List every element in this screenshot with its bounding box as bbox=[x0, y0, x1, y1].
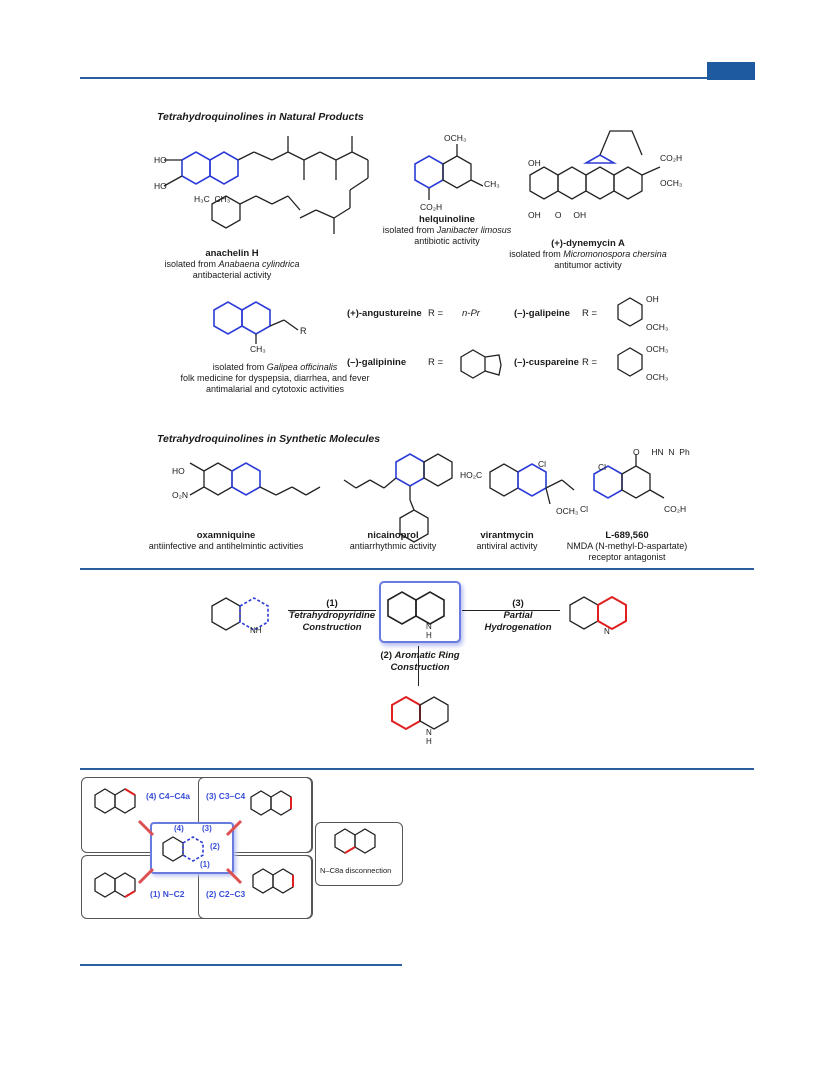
disc-label-3: (3) C3–C4 bbox=[206, 791, 246, 801]
route1-arrow bbox=[288, 610, 376, 611]
l689560-caption: L-689,560 NMDA (N-methyl-D-aspartate) re… bbox=[566, 530, 688, 562]
galipinine-label: (–)-galipinine bbox=[347, 357, 407, 368]
oxamniquine-caption: oxamniquine antiinfective and antihelmin… bbox=[148, 530, 304, 551]
header-rule bbox=[80, 77, 754, 79]
galipeine-aryl bbox=[617, 297, 643, 327]
page-number-box bbox=[707, 62, 755, 80]
virantmycin-caption: virantmycin antiviral activity bbox=[476, 530, 538, 551]
dynemycin-caption: (+)-dynemycin A isolated from Micromonos… bbox=[509, 238, 667, 270]
disc-center-label-3: (3) bbox=[202, 824, 212, 833]
route3-arrow bbox=[462, 610, 560, 611]
helquinoline-caption: helquinoline isolated from Janibacter li… bbox=[382, 214, 512, 246]
oxamniquine-ho: HO bbox=[172, 466, 185, 476]
l689560-cl1: Cl bbox=[598, 462, 607, 472]
anachelin-ho-1: HO bbox=[154, 155, 167, 165]
cuspareine-och3-2: OCH₃ bbox=[646, 372, 669, 382]
route3-label: (3) Partial Hydrogenation bbox=[484, 598, 552, 633]
route3-n: N bbox=[604, 627, 610, 636]
virantmycin-structure bbox=[489, 463, 575, 505]
galipea-ch3: CH₃ bbox=[250, 344, 266, 354]
galipinine-aryl bbox=[460, 349, 502, 379]
anachelin-nme2: H₃C CH₃ bbox=[194, 194, 231, 204]
cuspareine-label: (–)-cuspareine bbox=[514, 357, 579, 368]
galipeine-oh: OH bbox=[646, 294, 659, 304]
oxamniquine-no2: O₂N bbox=[172, 490, 189, 500]
target-thq-box bbox=[379, 581, 461, 643]
route1-nh: NH bbox=[250, 626, 262, 635]
route1-label: (1) Tetrahydropyridine Construction bbox=[288, 598, 376, 633]
disc-nc8a-label: N–C8a disconnection bbox=[320, 866, 392, 875]
galipea-core-structure bbox=[213, 301, 299, 344]
disc-label-4: (4) C4–C4a bbox=[146, 791, 190, 801]
helquinoline-structure bbox=[414, 144, 484, 200]
dynemycin-co2h: CO₂H bbox=[660, 153, 683, 163]
angustureine-label: (+)-angustureine bbox=[347, 308, 422, 319]
helquinoline-co2h: CO₂H bbox=[420, 202, 443, 212]
section-title-synthetic: Tetrahydroquinolines in Synthetic Molecu… bbox=[157, 433, 381, 445]
target-thq-structure bbox=[387, 591, 445, 625]
l689560-urea: O HN N Ph bbox=[633, 447, 690, 457]
angustureine-r: R = bbox=[428, 308, 444, 319]
disc-center-label-4: (4) bbox=[174, 824, 184, 833]
l689560-cl2: Cl bbox=[580, 504, 589, 514]
route3-quinoline bbox=[569, 595, 627, 631]
galipea-r: R bbox=[300, 326, 307, 336]
helquinoline-och3: OCH₃ bbox=[444, 133, 467, 143]
nicainoprol-caption: nicainoprol antiarrhythmic activity bbox=[349, 530, 437, 551]
cuspareine-r: R = bbox=[582, 357, 598, 368]
route2-arrow bbox=[418, 646, 419, 686]
galipeine-och3: OCH₃ bbox=[646, 322, 669, 332]
anachelin-ho-2: HO bbox=[154, 181, 167, 191]
disc-center-label-1: (1) bbox=[200, 860, 210, 869]
dynemycin-och3: OCH₃ bbox=[660, 178, 683, 188]
footer-rule bbox=[80, 964, 402, 966]
route1-precursor bbox=[211, 597, 269, 631]
cuspareine-aryl bbox=[617, 347, 643, 377]
nicainoprol-structure bbox=[343, 453, 453, 543]
scheme-rule-2 bbox=[80, 768, 754, 770]
dynemycin-oh-labels: OH bbox=[528, 158, 541, 168]
galipinine-r: R = bbox=[428, 357, 444, 368]
l689560-structure bbox=[593, 454, 665, 499]
virantmycin-cl: Cl bbox=[538, 459, 547, 469]
route2-precursor bbox=[391, 695, 449, 731]
anachelin-caption: anachelin H isolated from Anabaena cylin… bbox=[164, 248, 300, 280]
l689560-co2h: CO₂H bbox=[664, 504, 687, 514]
virantmycin-co2h: HO₂C bbox=[460, 470, 483, 480]
anachelin-structure bbox=[163, 136, 369, 234]
section-title-natural: Tetrahydroquinolines in Natural Products bbox=[157, 111, 364, 123]
dynemycin-oh-labels-2: OH O OH bbox=[528, 210, 587, 220]
galipea-caption: isolated from Galipea officinalis folk m… bbox=[180, 362, 370, 394]
dynemycin-structure bbox=[529, 130, 661, 200]
helquinoline-ch3: CH₃ bbox=[484, 179, 500, 189]
route2-label: (2) Aromatic Ring Construction bbox=[380, 650, 460, 673]
cuspareine-och3-1: OCH₃ bbox=[646, 344, 669, 354]
oxamniquine-structure bbox=[189, 462, 321, 496]
galipeine-r: R = bbox=[582, 308, 598, 319]
disc-center-label-2: (2) bbox=[210, 842, 220, 851]
disc-center-box bbox=[150, 822, 234, 874]
disc-structures bbox=[94, 788, 376, 898]
galipeine-label: (–)-galipeine bbox=[514, 308, 570, 319]
angustureine-rgroup: n-Pr bbox=[462, 308, 480, 319]
disc-label-1: (1) N–C2 bbox=[150, 889, 185, 899]
virantmycin-och3: OCH₃ bbox=[556, 506, 579, 516]
disc-label-2: (2) C2–C3 bbox=[206, 889, 246, 899]
scheme-rule-1 bbox=[80, 568, 754, 570]
